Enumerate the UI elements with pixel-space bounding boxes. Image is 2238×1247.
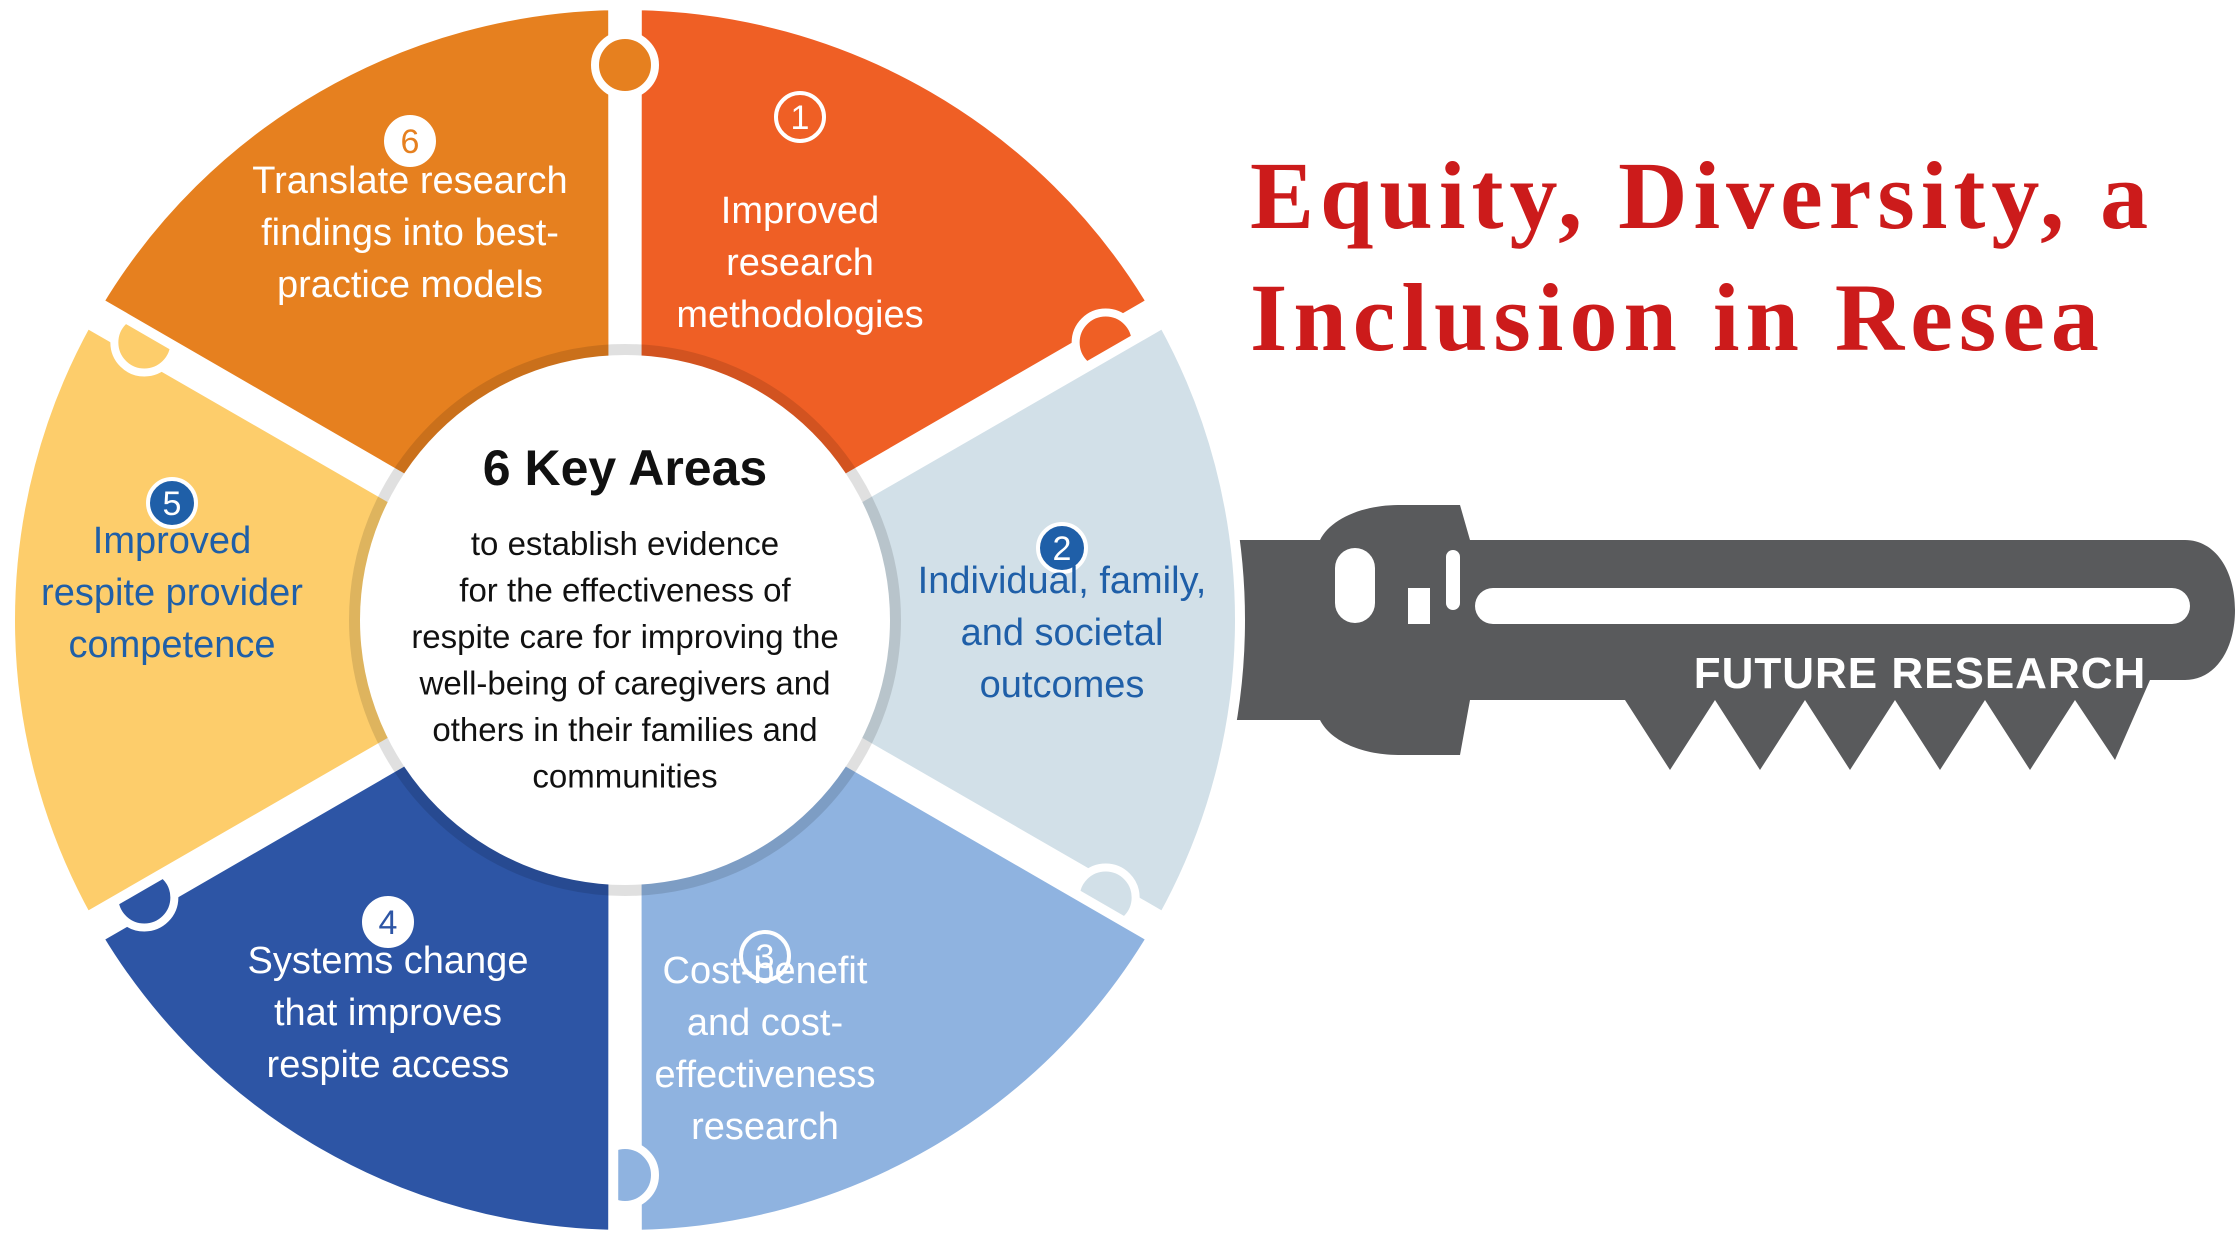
segment-6-line: Translate research xyxy=(252,160,567,202)
badge-number: 1 xyxy=(791,99,810,137)
badge-2 xyxy=(1036,522,1088,574)
center-line: communities xyxy=(532,758,717,795)
segment-5-line: Improved xyxy=(93,520,251,562)
badge-4 xyxy=(362,896,414,948)
segment-1-line: Improved xyxy=(721,190,879,232)
key-hole-2 xyxy=(1408,588,1430,624)
center-line: for the effectiveness of xyxy=(459,572,791,609)
center-description: to establish evidence for the effectivene… xyxy=(411,525,838,795)
badge-5 xyxy=(146,477,198,529)
segment-6-line: findings into best- xyxy=(261,212,559,254)
segment-4-line: Systems change xyxy=(248,940,529,982)
wheel xyxy=(5,0,1245,1240)
segment-1-line: research xyxy=(726,242,874,284)
segment-6-line: practice models xyxy=(277,264,543,306)
inner-ring xyxy=(349,344,901,896)
key-graphic: FUTURE RESEARCH xyxy=(1230,505,2235,770)
title-line-1: Equity, Diversity, a xyxy=(1250,142,2155,249)
badge-number: 4 xyxy=(379,904,398,942)
center-line: well-being of caregivers and xyxy=(419,665,831,702)
segment-3-line: effectiveness xyxy=(654,1054,875,1096)
center-circle xyxy=(360,355,890,885)
center-line: to establish evidence xyxy=(471,525,779,562)
segment-4-line: that improves xyxy=(274,992,502,1034)
badge-number: 5 xyxy=(163,485,182,523)
puzzle-tab-6 xyxy=(591,31,659,99)
badge-1 xyxy=(774,91,826,143)
badge-6 xyxy=(384,115,436,167)
badge-3 xyxy=(739,930,791,982)
key-hole-3 xyxy=(1446,550,1460,610)
badge-number: 2 xyxy=(1053,530,1072,568)
segment-3-line: and cost- xyxy=(687,1002,843,1044)
key-slot xyxy=(1475,588,2190,624)
segment-5-line: competence xyxy=(68,624,275,666)
segment-5-line: respite provider xyxy=(41,572,303,614)
segment-4-line: respite access xyxy=(267,1044,510,1086)
badge-number: 3 xyxy=(756,938,775,976)
key-label: FUTURE RESEARCH xyxy=(1694,649,2147,698)
key-blade xyxy=(1230,505,2235,770)
center-line: respite care for improving the xyxy=(411,618,838,655)
segment-2-line: outcomes xyxy=(980,664,1145,706)
badge-number: 6 xyxy=(401,123,420,161)
title-line-2: Inclusion in Resea xyxy=(1250,264,2105,371)
segment-3-line: Cost-benefit xyxy=(663,950,868,992)
center-heading: 6 Key Areas xyxy=(483,440,767,496)
segment-2-line: and societal xyxy=(961,612,1164,654)
key-hole-1 xyxy=(1335,548,1375,623)
segment-3-line: research xyxy=(691,1106,839,1148)
center-line: others in their families and xyxy=(432,711,817,748)
segment-1-line: methodologies xyxy=(676,294,923,336)
segment-2-line: Individual, family, xyxy=(918,560,1207,602)
